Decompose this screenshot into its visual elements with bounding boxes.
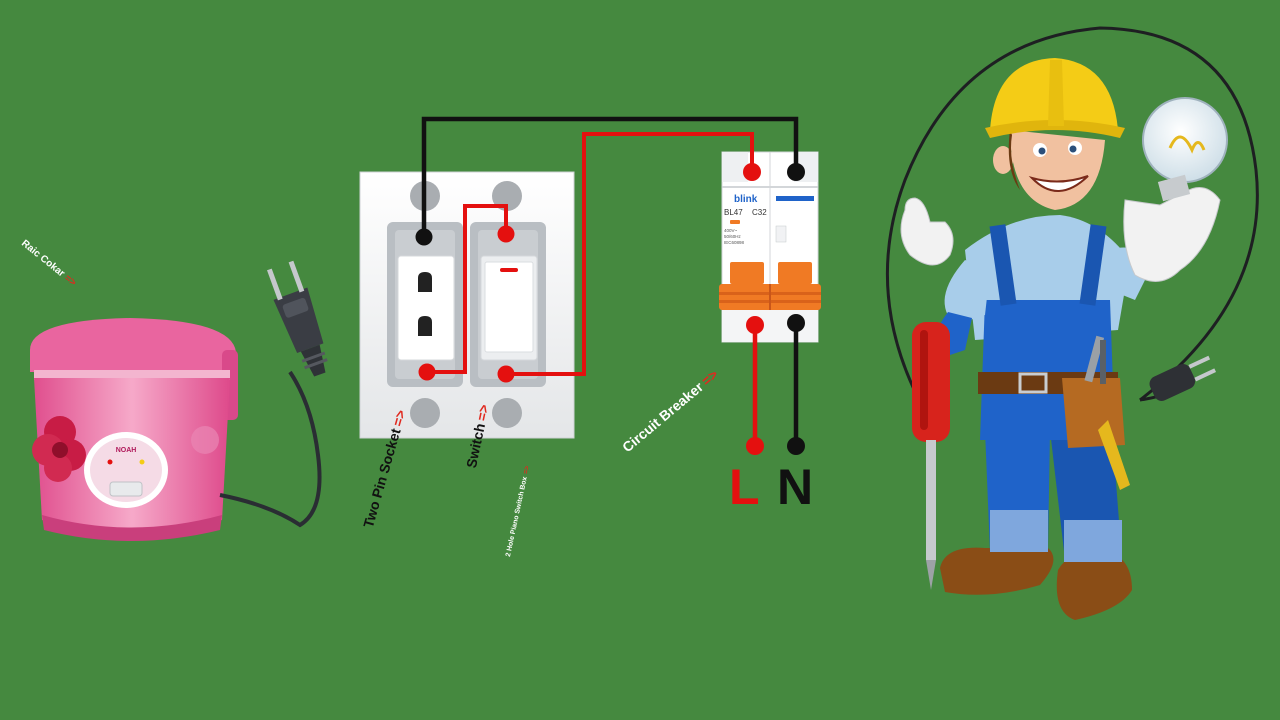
rice-cooker-icon: NOAH xyxy=(30,318,238,541)
breaker-spec-2: 50/60Hz xyxy=(724,234,742,239)
live-supply-terminal xyxy=(746,437,764,455)
live-wire-socket-switch xyxy=(427,204,508,374)
neutral-wire-top xyxy=(421,116,799,237)
breaker-spec-3: IEC60898 xyxy=(724,240,745,245)
circuit-breaker-icon: blink BL47 C32 400V~ 50/60Hz IEC60898 xyxy=(719,151,821,343)
two-pin-socket-icon xyxy=(397,255,455,361)
breaker-rating: C32 xyxy=(752,208,767,217)
cooker-brand: NOAH xyxy=(116,447,137,454)
switch-out-terminal xyxy=(497,365,515,383)
flower-decoration xyxy=(32,416,219,482)
cooker-cord xyxy=(219,370,322,528)
breaker-model: BL47 xyxy=(724,208,743,217)
breaker-neutral-out-terminal xyxy=(787,163,805,181)
live-wire-switch-breaker xyxy=(506,132,754,376)
switch-in-terminal xyxy=(497,225,515,243)
live-terminal-label: L xyxy=(729,459,760,515)
neutral-supply-terminal xyxy=(787,437,805,455)
breaker-brand: blink xyxy=(734,194,758,205)
electrician-icon xyxy=(885,26,1259,620)
breaker-live-out-terminal xyxy=(743,163,761,181)
breaker-live-in-terminal xyxy=(746,316,764,334)
breaker-spec-1: 400V~ xyxy=(724,228,738,233)
socket-neutral-terminal xyxy=(415,228,433,246)
breaker-neutral-in-terminal xyxy=(787,314,805,332)
plug-icon xyxy=(267,260,328,377)
neutral-terminal-label: N xyxy=(777,459,814,515)
socket-live-terminal xyxy=(418,363,436,381)
piano-switch-icon xyxy=(480,255,538,361)
